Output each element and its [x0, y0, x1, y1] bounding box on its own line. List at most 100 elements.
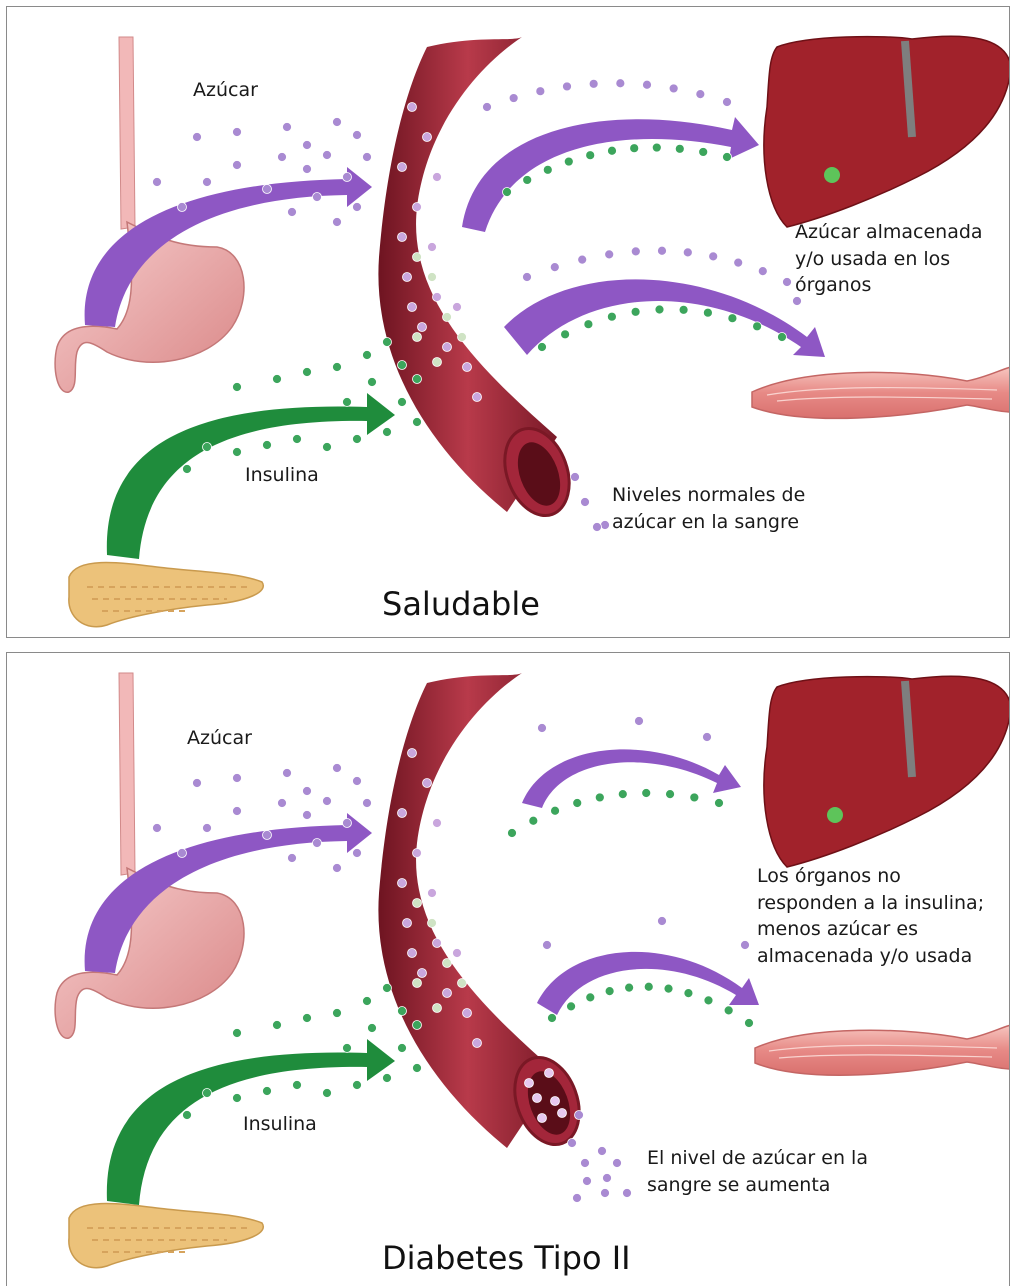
insulin-dot	[273, 1021, 282, 1030]
sugar-dot	[413, 203, 422, 212]
esophagus-icon	[119, 37, 135, 229]
sugar-dot	[178, 203, 187, 212]
diagram-healthy	[7, 7, 1010, 638]
sugar-dot	[623, 1189, 632, 1198]
insulin-dot	[398, 1044, 407, 1053]
sugar-dot	[696, 90, 705, 99]
sugar-dot	[473, 1039, 482, 1048]
sugar-dot	[178, 849, 187, 858]
blood-vessel-icon	[378, 673, 590, 1154]
sugar-dot	[523, 273, 532, 282]
sugar-dot	[423, 779, 432, 788]
blood-caption-line: azúcar en la sangre	[612, 509, 805, 536]
insulin-dot	[233, 1094, 242, 1103]
sugar-dot	[453, 303, 462, 312]
muscle-icon	[752, 367, 1010, 418]
sugar-dot	[533, 1094, 542, 1103]
sugar-dot	[428, 243, 437, 252]
insulin-dot	[428, 273, 437, 282]
sugar-dot	[578, 255, 587, 264]
insulin-dot	[413, 979, 422, 988]
sugar-dot	[545, 1069, 554, 1078]
sugar-dot	[408, 303, 417, 312]
insulin-dot	[690, 793, 699, 802]
insulin-dot	[413, 333, 422, 342]
sugar-dot	[741, 941, 750, 950]
insulin-dot	[368, 1024, 377, 1033]
insulin-dot	[203, 443, 212, 452]
sugar-dot	[343, 819, 352, 828]
sugar-label: Azúcar	[193, 77, 258, 104]
insulin-dot	[413, 375, 422, 384]
sugar-dot	[433, 939, 442, 948]
insulin-dot	[443, 959, 452, 968]
insulin-dot	[363, 351, 372, 360]
sugar-dot	[563, 82, 572, 91]
insulin-dot	[543, 165, 552, 174]
insulin-dot	[605, 987, 614, 996]
insulin-dot	[618, 790, 627, 799]
sugar-arrow-to-muscle	[504, 279, 825, 357]
organs-caption-line: y/o usada en los	[795, 246, 983, 273]
sugar-dot	[709, 252, 718, 261]
insulin-dot	[398, 361, 407, 370]
insulin-dot	[428, 919, 437, 928]
insulin-dot	[293, 435, 302, 444]
insulin-dot	[586, 993, 595, 1002]
insulin-dot	[564, 157, 573, 166]
insulin-dot	[684, 989, 693, 998]
insulin-dot	[715, 799, 724, 808]
insulin-dot	[723, 153, 732, 162]
insulin-dot	[753, 322, 762, 331]
sugar-arrow-to-liver	[462, 117, 759, 232]
sugar-dot	[703, 733, 712, 742]
sugar-dot	[343, 173, 352, 182]
sugar-dot	[288, 854, 297, 863]
sugar-dot	[589, 79, 598, 88]
sugar-dot	[550, 263, 559, 272]
sugar-dot	[288, 208, 297, 217]
insulin-dot	[458, 333, 467, 342]
sugar-dot	[571, 473, 580, 482]
panel-healthy: Azúcar Insulina Azúcar almacenada y/o us…	[6, 6, 1010, 638]
insulin-dot	[551, 806, 560, 815]
sugar-dot	[313, 839, 322, 848]
insulin-dot	[353, 435, 362, 444]
sugar-dot	[303, 811, 312, 820]
insulin-dot	[363, 997, 372, 1006]
sugar-dot	[303, 141, 312, 150]
organs-caption: Los órganos no responden a la insulina; …	[757, 863, 984, 969]
sugar-dot	[333, 218, 342, 227]
insulin-dot	[548, 1014, 557, 1023]
sugar-dot	[558, 1109, 567, 1118]
sugar-dot	[398, 233, 407, 242]
sugar-dot	[723, 98, 732, 107]
insulin-dot	[413, 418, 422, 427]
sugar-dot	[278, 799, 287, 808]
sugar-dot	[203, 178, 212, 187]
sugar-dot	[433, 173, 442, 182]
insulin-dot	[679, 305, 688, 314]
insulin-dot	[293, 1081, 302, 1090]
insulin-dot	[642, 789, 651, 798]
insulin-dot	[724, 1006, 733, 1015]
sugar-dot	[601, 521, 610, 530]
sugar-dot	[463, 363, 472, 372]
insulin-dot	[625, 983, 634, 992]
insulin-dot	[745, 1019, 754, 1028]
insulin-dot	[443, 313, 452, 322]
sugar-dot	[658, 246, 667, 255]
sugar-dot	[758, 267, 767, 276]
insulin-dot	[666, 790, 675, 799]
insulin-dot	[368, 378, 377, 387]
insulin-dot	[703, 308, 712, 317]
insulin-dot	[343, 1044, 352, 1053]
insulin-dot	[704, 996, 713, 1005]
insulin-dot	[333, 363, 342, 372]
sugar-dot	[193, 133, 202, 142]
insulin-dot	[675, 144, 684, 153]
sugar-dot	[433, 819, 442, 828]
organs-caption-line: Los órganos no	[757, 863, 984, 890]
insulin-dot	[383, 428, 392, 437]
panel-type2: Azúcar Insulina Los órganos no responden…	[6, 652, 1010, 1286]
